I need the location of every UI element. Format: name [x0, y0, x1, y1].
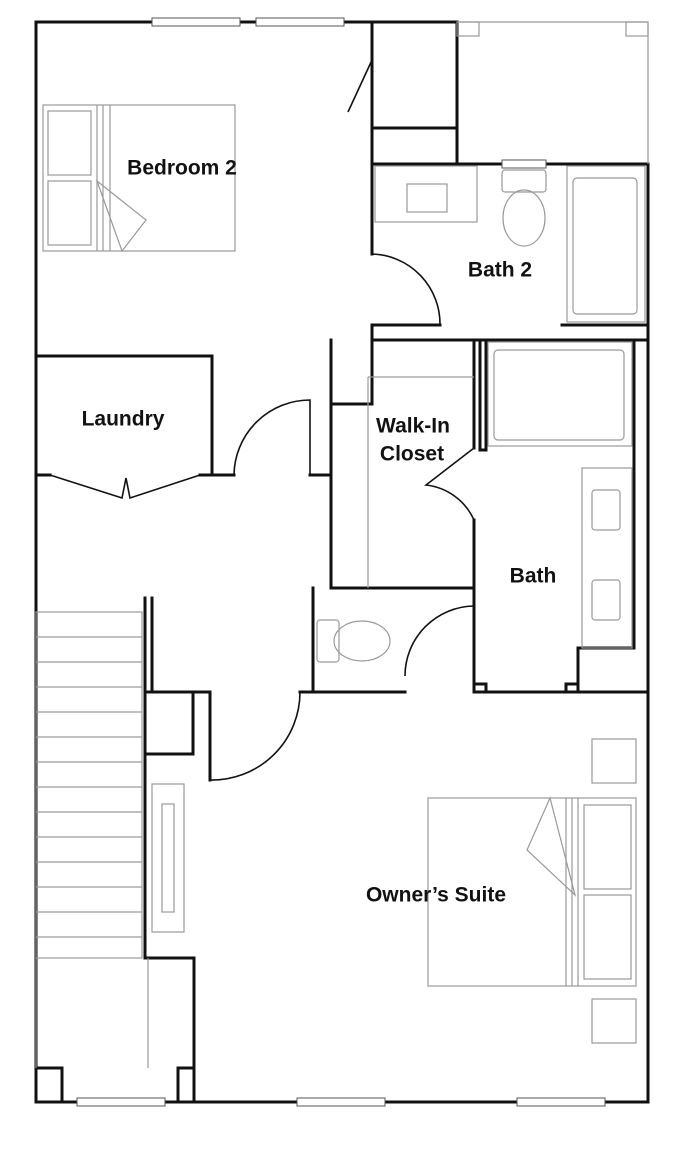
room-label-owners-suite: Owner’s Suite [366, 884, 506, 907]
sink-icon [581, 467, 633, 649]
room-labels: Bedroom 2 Bath 2 Laundry Walk-In Closet … [82, 157, 557, 907]
door-swing-icon [233, 399, 311, 476]
bathtub-icon [566, 165, 646, 323]
sink-icon [374, 165, 478, 223]
room-label-bedroom-2: Bedroom 2 [127, 157, 237, 180]
bed-icon [42, 104, 236, 253]
room-label-bath: Bath [510, 565, 557, 588]
window-icon [296, 1097, 386, 1107]
doors [49, 59, 475, 781]
door-swing-icon [347, 59, 373, 113]
door-swing-icon [49, 474, 201, 500]
bathtub-icon [487, 341, 633, 447]
window-icon [76, 1097, 166, 1107]
door-swing-icon [404, 605, 475, 677]
fixtures [35, 104, 646, 1068]
door-swing-icon [209, 691, 301, 781]
bed-icon [427, 796, 637, 987]
window-icon [501, 159, 547, 169]
dresser-icon [151, 783, 185, 933]
room-label-closet: Closet [380, 443, 444, 466]
interior-walls [34, 126, 650, 1104]
stairs-icon [35, 611, 149, 1068]
door-swing-icon [423, 447, 475, 521]
room-label-bath-2: Bath 2 [468, 259, 532, 282]
toilet-icon [501, 169, 547, 247]
exterior-walls [34, 20, 650, 1104]
toilet-icon [316, 619, 391, 663]
room-label-walk-in: Walk-In [376, 415, 450, 438]
windows [76, 17, 649, 1107]
door-swing-icon [371, 253, 441, 326]
window-icon [516, 1097, 606, 1107]
nightstand-icon [591, 738, 637, 784]
window-icon [151, 17, 241, 27]
nightstand-icon [591, 998, 637, 1044]
window-icon [255, 17, 345, 27]
room-label-laundry: Laundry [82, 408, 165, 431]
